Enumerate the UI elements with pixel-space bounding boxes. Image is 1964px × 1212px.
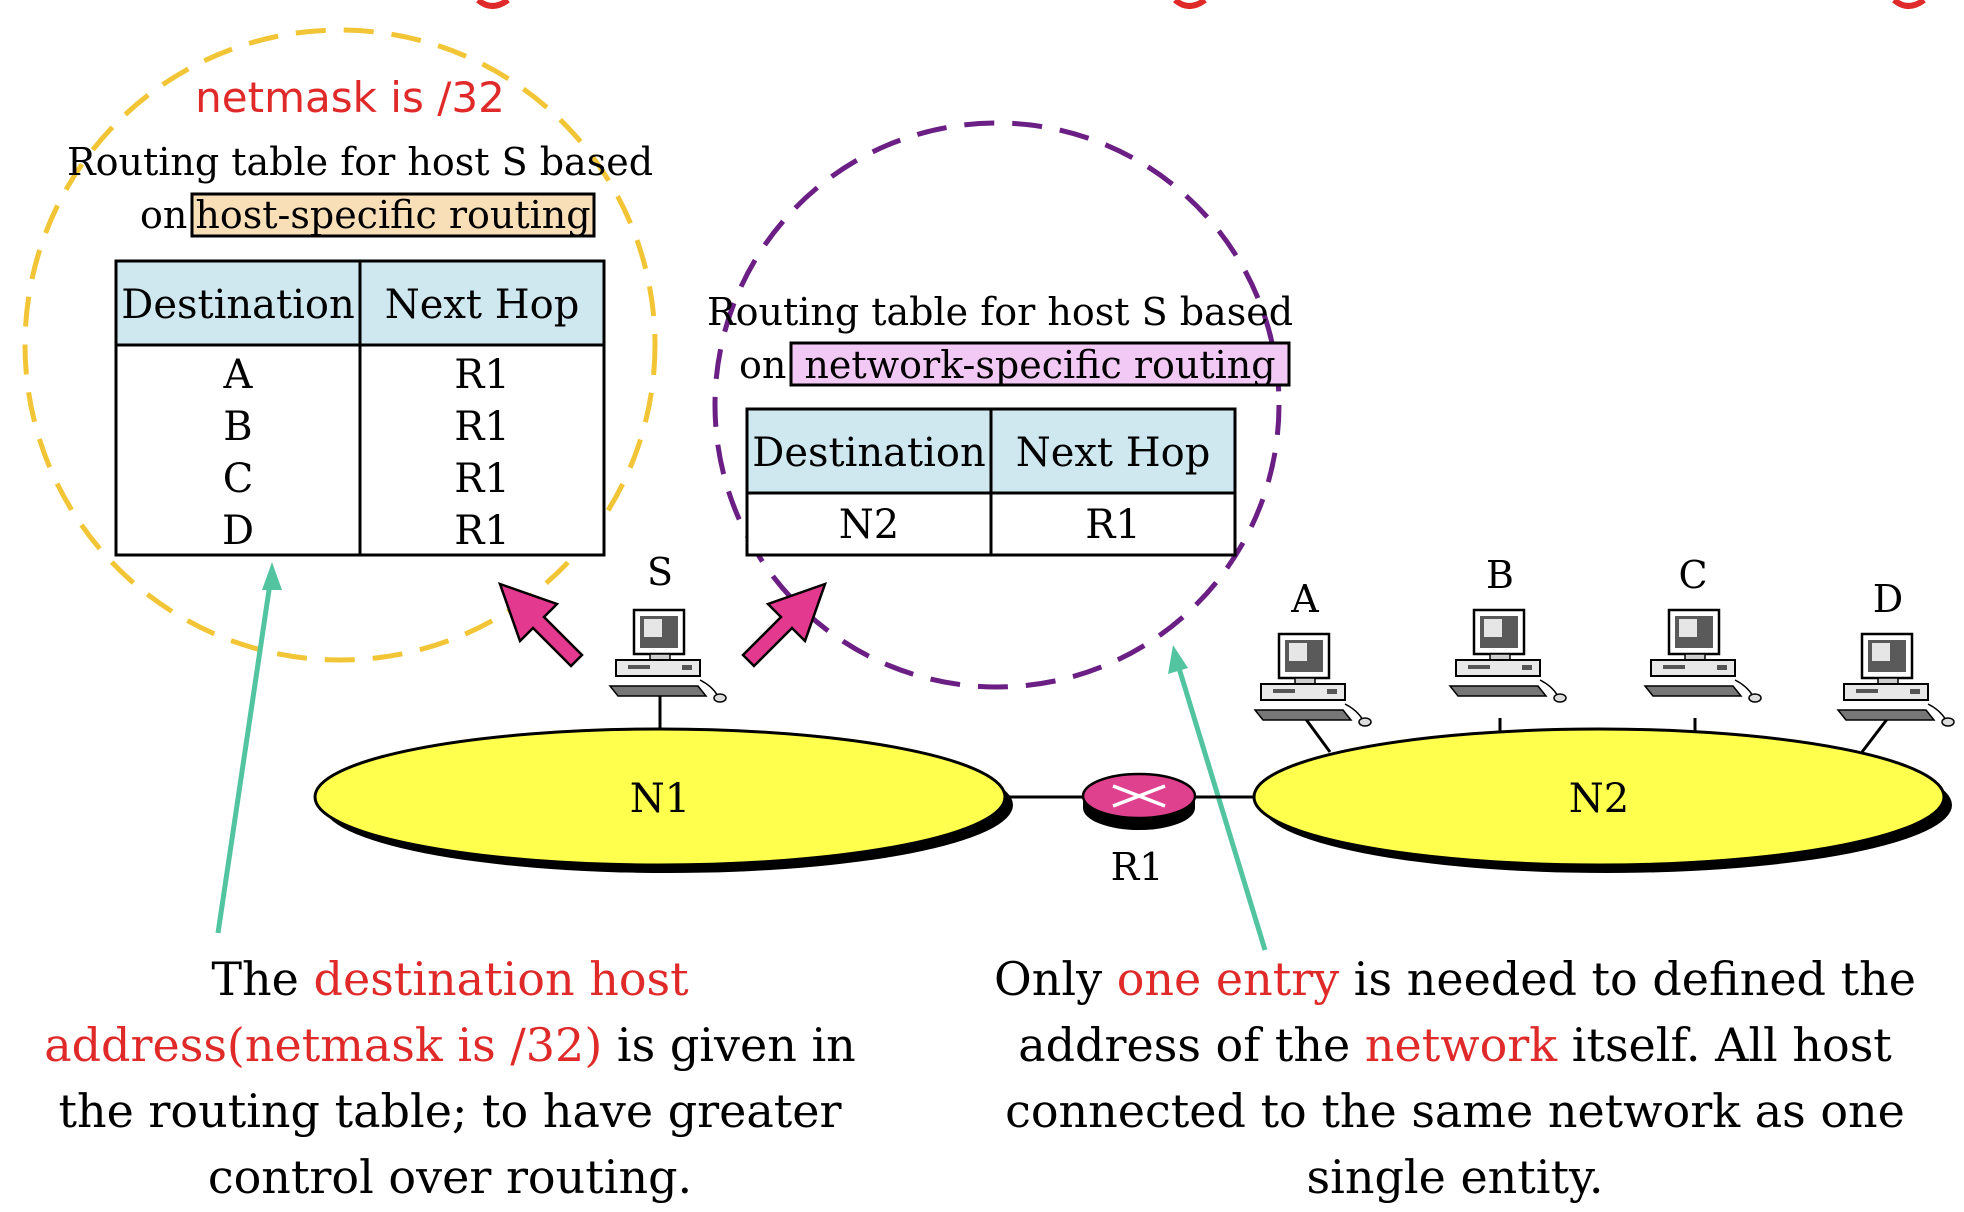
network-n1: N1	[313, 727, 1013, 873]
host-table-cell: R1	[454, 352, 510, 398]
host-table-caption-prefix: on	[140, 193, 187, 237]
network-table-caption-line1: Routing table for host S based	[707, 290, 1293, 334]
host-table-cell: R1	[454, 456, 510, 502]
right-explanation: Only one entry is needed to defined the …	[994, 952, 1916, 1204]
host-specific-highlight-text: host-specific routing	[195, 193, 590, 237]
host-table-cell: B	[223, 404, 252, 450]
network-specific-circle	[712, 120, 1282, 690]
network-specific-highlight-text: network-specific routing	[804, 343, 1275, 387]
host-table-header-nexthop: Next Hop	[385, 282, 580, 328]
network-table-header-nexthop: Next Hop	[1016, 430, 1211, 476]
router-label: R1	[1111, 845, 1164, 889]
host-specific-highlight	[190, 192, 596, 238]
arrow-to-host-table	[497, 581, 584, 668]
pointer-line-right	[1172, 654, 1268, 951]
desktop-computer-icon	[1448, 608, 1568, 704]
host-specific-table: Destination Next Hop A R1 B R1 C R1 D R1	[114, 259, 606, 557]
host-table-cell: D	[222, 508, 254, 554]
network-table-caption-prefix: on	[739, 343, 786, 387]
host-label-b: B	[1486, 553, 1514, 597]
network-table-cell: N2	[839, 502, 899, 548]
network-specific-table: Destination Next Hop N2 R1	[745, 407, 1237, 557]
host-label-d: D	[1873, 577, 1903, 621]
network-n2: N2	[1252, 727, 1952, 873]
network-n2-label: N2	[1569, 776, 1629, 822]
desktop-computer-icon	[1253, 632, 1373, 728]
partial-header-strip	[476, 0, 1926, 9]
host-label-a: A	[1290, 577, 1319, 621]
desktop-computer-icon	[1836, 632, 1956, 728]
host-table-caption-line1: Routing table for host S based	[67, 140, 653, 184]
left-explanation: The destination host address(netmask is …	[44, 952, 856, 1204]
network-table-cell: R1	[1085, 502, 1141, 548]
network-n1-label: N1	[630, 776, 690, 822]
netmask-label: netmask is /32	[195, 73, 505, 122]
desktop-computer-icon	[1643, 608, 1763, 704]
desktop-computer-icon	[608, 608, 728, 704]
network-specific-highlight	[789, 341, 1291, 387]
host-specific-circle	[22, 27, 658, 663]
pointer-line-left	[215, 569, 275, 934]
host-table-cell: R1	[454, 508, 510, 554]
host-label-s: S	[647, 550, 673, 594]
host-table-cell: C	[223, 456, 254, 502]
host-table-header-destination: Destination	[121, 282, 354, 328]
host-table-cell: R1	[454, 404, 510, 450]
host-table-cell: A	[223, 352, 254, 398]
network-table-header-destination: Destination	[752, 430, 985, 476]
host-label-c: C	[1678, 553, 1707, 597]
arrow-to-network-table	[741, 581, 828, 668]
router-icon	[1081, 772, 1197, 830]
